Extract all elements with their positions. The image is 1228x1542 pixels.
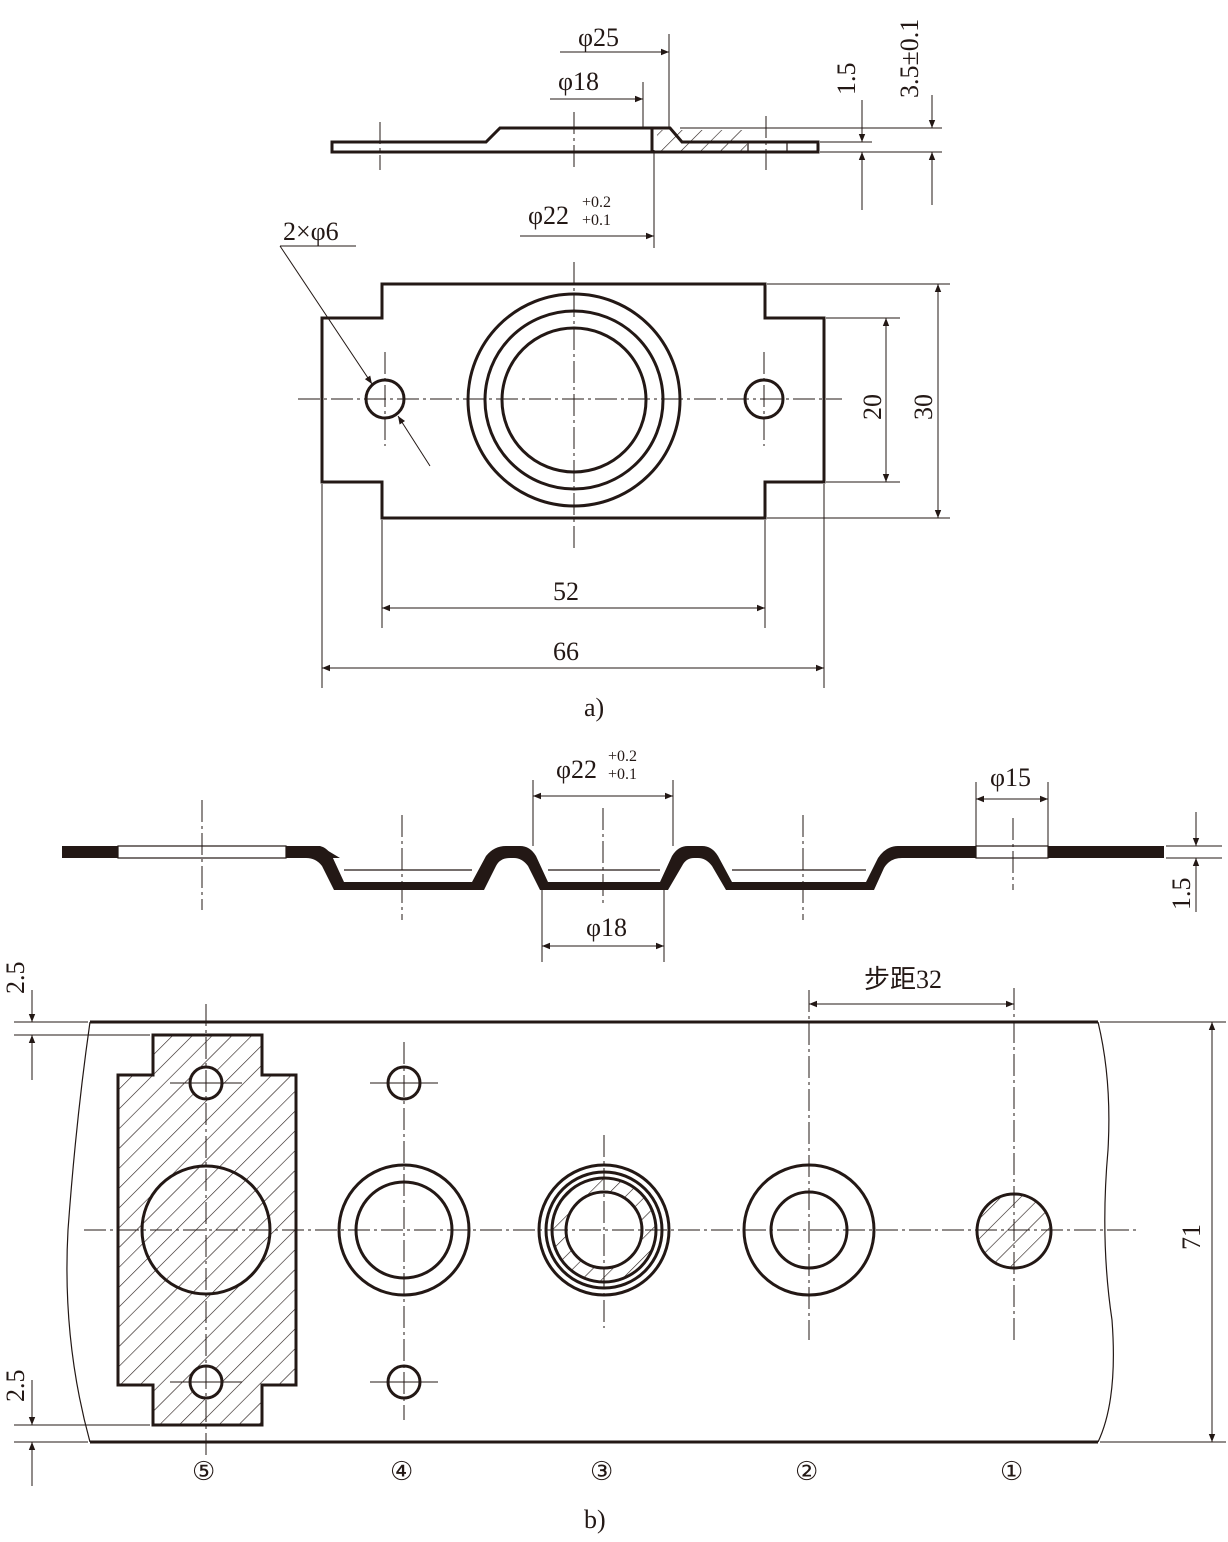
- dim-b-phi22: φ22: [556, 755, 597, 784]
- station-label-5: ⑤: [192, 1457, 215, 1487]
- station-label-2: ②: [795, 1457, 818, 1487]
- dim-a-52: 52: [553, 577, 579, 606]
- fig-a-plan-view: 2×φ6 20 30 52 66 a): [279, 217, 950, 722]
- dim-b-top-2-5: 2.5: [1, 962, 30, 995]
- caption-a: a): [584, 693, 604, 722]
- dim-a-phi22-lower: +0.1: [582, 212, 611, 229]
- dim-a-phi22: φ22: [528, 201, 569, 230]
- dim-a-thick: 1.5: [832, 63, 861, 96]
- dim-b-bottom-2-5: 2.5: [1, 1370, 30, 1403]
- dim-a-phi22-upper: +0.2: [582, 194, 611, 211]
- dim-a-height: 3.5±0.1: [895, 19, 924, 98]
- fig-b-strip-section: φ22 +0.2 +0.1 φ15 φ18 1.5: [62, 748, 1222, 962]
- dim-b-71: 71: [1177, 1224, 1206, 1250]
- dim-a-phi18: φ18: [558, 67, 599, 96]
- dim-a-66: 66: [553, 637, 579, 666]
- dim-b-phi15: φ15: [990, 763, 1031, 792]
- fig-a-side-view: φ25 φ18 φ22 +0.2 +0.1 1.5 3.5±0.1: [330, 19, 942, 248]
- dim-a-20: 20: [858, 394, 887, 420]
- station-label-1: ①: [1000, 1457, 1023, 1487]
- dim-b-thick: 1.5: [1167, 878, 1196, 911]
- dim-a-30: 30: [909, 394, 938, 420]
- station-label-3: ③: [590, 1457, 613, 1487]
- caption-b: b): [584, 1505, 606, 1534]
- dim-a-phi25: φ25: [578, 23, 619, 52]
- fig-b-strip-layout: 步距32 2.5 2.5 71 ⑤ ④ ③ ② ① b): [1, 962, 1226, 1534]
- dim-a-holes: 2×φ6: [283, 217, 339, 246]
- station-label-4: ④: [390, 1457, 413, 1487]
- dim-b-phi18: φ18: [586, 913, 627, 942]
- dim-b-phi22-lower: +0.1: [608, 766, 637, 783]
- dim-b-phi22-upper: +0.2: [608, 748, 637, 765]
- dim-b-pitch: 步距32: [864, 965, 942, 994]
